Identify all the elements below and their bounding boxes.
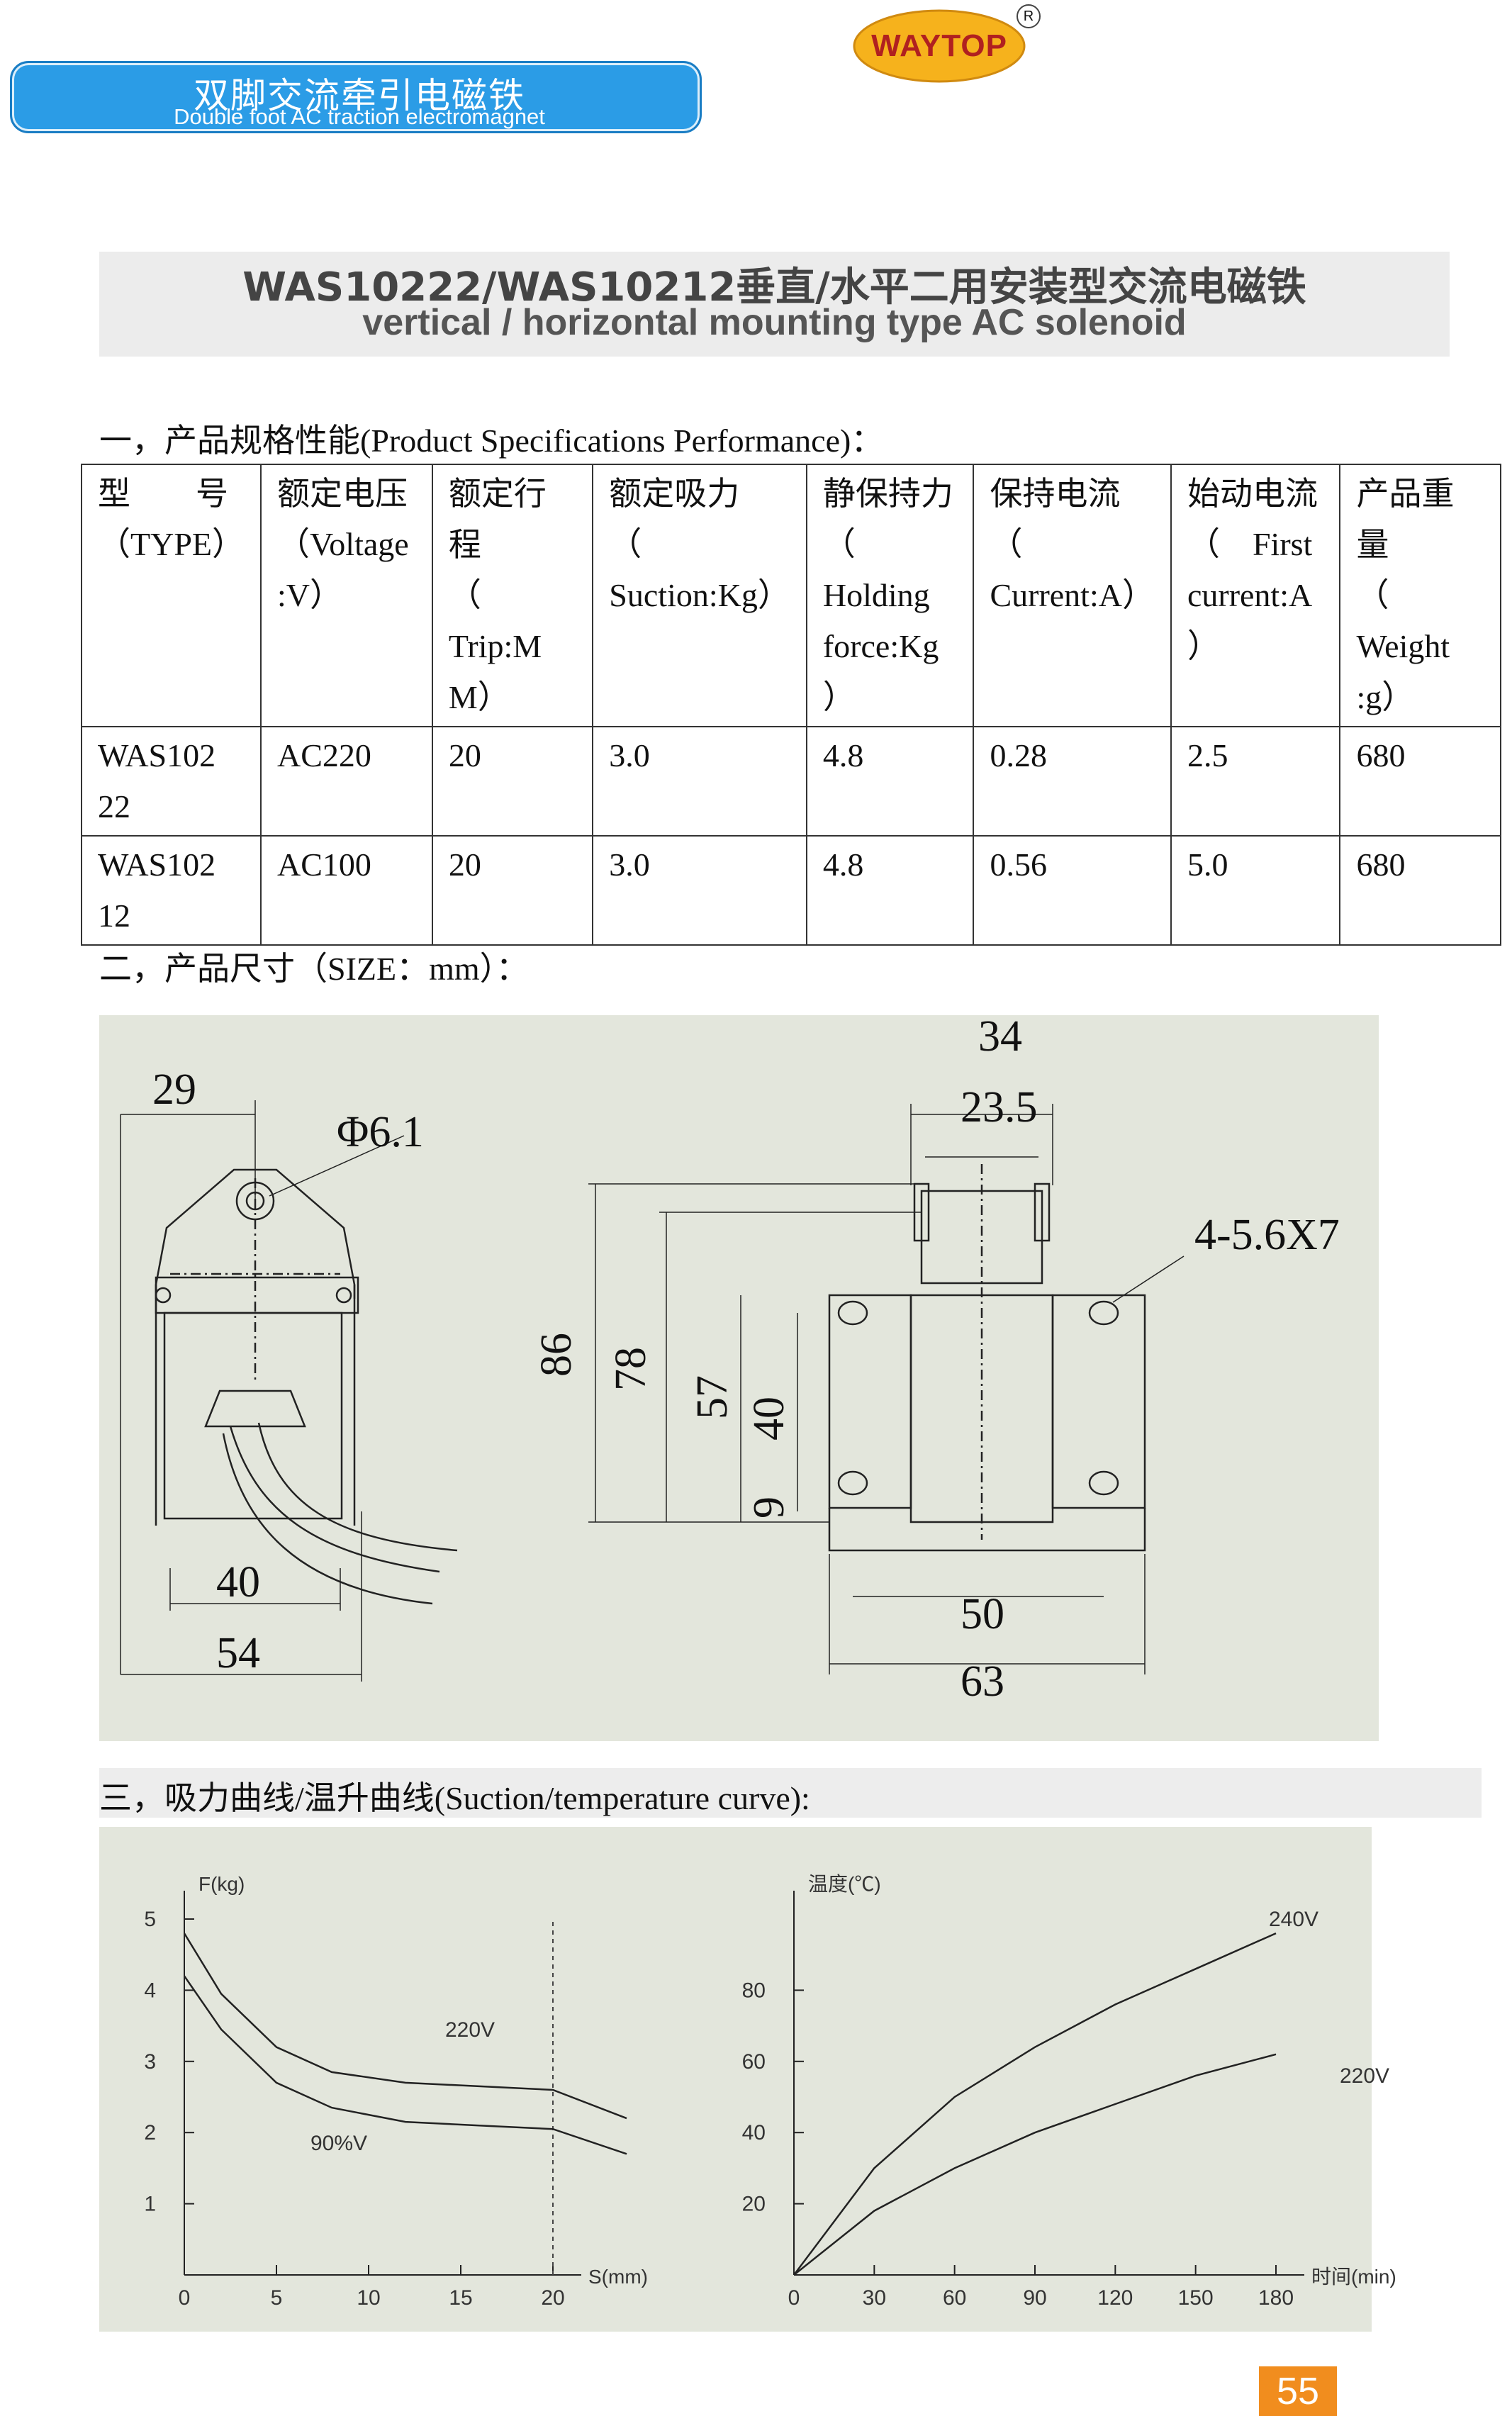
table-cell: 680 — [1339, 835, 1501, 946]
dim-40-vertical: 40 — [745, 1397, 793, 1441]
table-cell: 5.0 — [1170, 835, 1341, 946]
header-title-en: Double foot AC traction electromagnet — [174, 104, 545, 129]
series-line-220v — [183, 1933, 627, 2120]
header-cell-trip: 额定行程（ Trip:M M） — [431, 464, 594, 727]
header-title-cn: 双脚交流牵引电磁铁 — [194, 75, 525, 116]
series-label: 220V — [1340, 2064, 1389, 2088]
dim-50: 50 — [961, 1590, 1004, 1638]
table-cell: WAS102 12 — [81, 835, 262, 946]
table-cell: 680 — [1339, 726, 1501, 837]
y-tick-label: 60 — [742, 2050, 766, 2074]
x-tick-label: 180 — [1258, 2286, 1294, 2310]
table-cell: AC100 — [260, 835, 433, 946]
table-cell: 4.8 — [805, 726, 975, 837]
x-tick-label: 150 — [1178, 2286, 1214, 2310]
y-axis-label: 温度(℃) — [808, 1873, 881, 1895]
logo-oval-icon — [853, 9, 1026, 83]
header-cell-type: 型 号（TYPE） — [81, 464, 262, 727]
brand-name: WAYTOP — [871, 28, 1007, 63]
y-tick-label: 1 — [144, 2193, 156, 2216]
y-tick-label: 4 — [144, 1979, 156, 2002]
section-curve-bar — [99, 1768, 1482, 1818]
y-tick-label: 3 — [144, 2050, 156, 2074]
document-title-cn: WAS10222/WAS10212垂直/水平二用安装型交流电磁铁 — [242, 264, 1306, 311]
x-tick-label: 10 — [357, 2286, 380, 2310]
dim-40-horizontal: 40 — [216, 1558, 260, 1606]
table-row: WAS102 22 AC220 20 3.0 4.8 0.28 2.5 680 — [81, 726, 1501, 837]
x-tick-label: 30 — [863, 2286, 886, 2310]
header-cell-holding-force: 静保持力（ Holding force:Kg ） — [805, 464, 975, 727]
x-tick-label: 0 — [788, 2286, 800, 2310]
x-tick-label: 5 — [271, 2286, 283, 2310]
x-axis-label: 时间(min) — [1311, 2266, 1396, 2288]
dim-hole-4-5-6x7: 4-5.6X7 — [1194, 1211, 1340, 1259]
dim-54: 54 — [216, 1629, 260, 1677]
table-cell: 4.8 — [805, 835, 975, 946]
series-line-240v — [793, 1932, 1277, 2276]
series-label: 240V — [1269, 1908, 1318, 1931]
page-number: 55 — [1259, 2366, 1337, 2416]
table-cell: 0.28 — [973, 726, 1172, 837]
header-cell-suction: 额定吸力（ Suction:Kg） — [592, 464, 807, 727]
y-tick-label: 5 — [144, 1908, 156, 1931]
dim-57: 57 — [688, 1375, 737, 1419]
table-cell: 0.56 — [973, 835, 1172, 946]
y-tick-label: 2 — [144, 2121, 156, 2144]
x-tick-label: 20 — [541, 2286, 564, 2310]
header-cell-current: 保持电流（ Current:A） — [973, 464, 1172, 727]
x-tick-label: 0 — [179, 2286, 191, 2310]
dim-23-5: 23.5 — [961, 1083, 1038, 1131]
x-tick-label: 90 — [1023, 2286, 1046, 2310]
header-cell-voltage: 额定电压（Voltage :V） — [260, 464, 433, 727]
dim-34: 34 — [978, 1012, 1022, 1061]
series-line-220v — [793, 2053, 1277, 2276]
section-curve-heading: 三，吸力曲线/温升曲线(Suction/temperature curve): — [99, 1780, 810, 1816]
section-specs-heading: 一，产品规格性能(Product Specifications Performa… — [99, 423, 884, 459]
table-cell: 3.0 — [592, 835, 807, 946]
dimension-drawing-panel: 29 Φ6.1 40 54 34 23.5 4-5.6X7 86 78 57 4… — [99, 1012, 1379, 1741]
header-cell-weight: 产品重量（ Weight :g） — [1339, 464, 1501, 727]
y-tick-label: 80 — [742, 1979, 766, 2002]
table-row: WAS102 12 AC100 20 3.0 4.8 0.56 5.0 680 — [81, 835, 1501, 946]
dim-63: 63 — [961, 1657, 1004, 1706]
x-axis-label: S(mm) — [588, 2266, 648, 2288]
y-axis-label: F(kg) — [198, 1873, 245, 1895]
document-title-en: vertical / horizontal mounting type AC s… — [362, 302, 1187, 343]
dim-phi-6-1: Φ6.1 — [337, 1108, 424, 1156]
dim-78: 78 — [607, 1347, 655, 1391]
series-label: 90%V — [310, 2132, 367, 2155]
header-cell-first-current: 始动电流（ First current:A ） — [1170, 464, 1341, 727]
registered-mark: R — [1017, 4, 1041, 28]
x-tick-label: 60 — [943, 2286, 966, 2310]
dim-29: 29 — [152, 1066, 196, 1114]
table-cell: 20 — [431, 726, 594, 837]
brand-logo: WAYTOP — [851, 7, 1028, 85]
specification-table: 型 号（TYPE） 额定电压（Voltage :V） 额定行程（ Trip:M … — [81, 464, 1501, 946]
table-header-row: 型 号（TYPE） 额定电压（Voltage :V） 额定行程（ Trip:M … — [81, 464, 1501, 727]
header-banner: 双脚交流牵引电磁铁 Double foot AC traction electr… — [10, 61, 702, 133]
dim-9: 9 — [745, 1497, 793, 1519]
y-tick-label: 40 — [742, 2121, 766, 2144]
dimension-drawing: 29 Φ6.1 40 54 34 23.5 4-5.6X7 86 78 57 4… — [120, 1012, 1340, 1706]
x-tick-label: 120 — [1097, 2286, 1133, 2310]
dim-86: 86 — [532, 1333, 581, 1377]
y-tick-label: 20 — [742, 2193, 766, 2216]
table-cell: 2.5 — [1170, 726, 1341, 837]
series-line-90v — [183, 1975, 627, 2155]
section-size-heading: 二，产品尺寸（SIZE：mm）： — [99, 951, 529, 987]
x-tick-label: 15 — [449, 2286, 472, 2310]
title-background — [99, 252, 1450, 357]
series-label: 220V — [445, 2018, 495, 2042]
table-cell: AC220 — [260, 726, 433, 837]
table-cell: WAS102 22 — [81, 726, 262, 837]
table-cell: 3.0 — [592, 726, 807, 837]
table-cell: 20 — [431, 835, 594, 946]
temperature-curve-chart: 0 30 60 90 120 150 180 20 40 60 80 时间(min) 温度(℃) 240V… — [742, 1873, 1396, 2310]
